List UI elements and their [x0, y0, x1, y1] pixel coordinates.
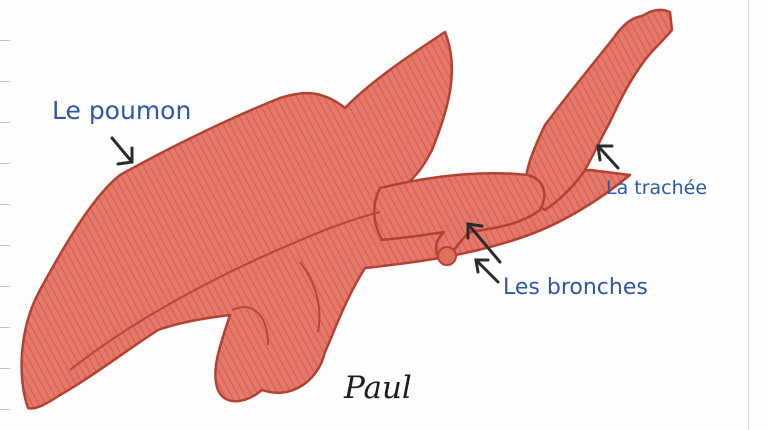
lung-shape: [22, 32, 630, 408]
bronchus-tip: [438, 247, 456, 265]
signature: Paul: [344, 370, 412, 406]
arrow-to-trachea: [598, 146, 618, 168]
label-poumon: Le poumon: [52, 96, 191, 125]
label-bronches: Les bronches: [503, 275, 648, 300]
label-trachee: La trachée: [606, 177, 707, 199]
arrow-to-lung: [112, 138, 132, 164]
arrow-to-bronchi-2: [476, 260, 498, 282]
